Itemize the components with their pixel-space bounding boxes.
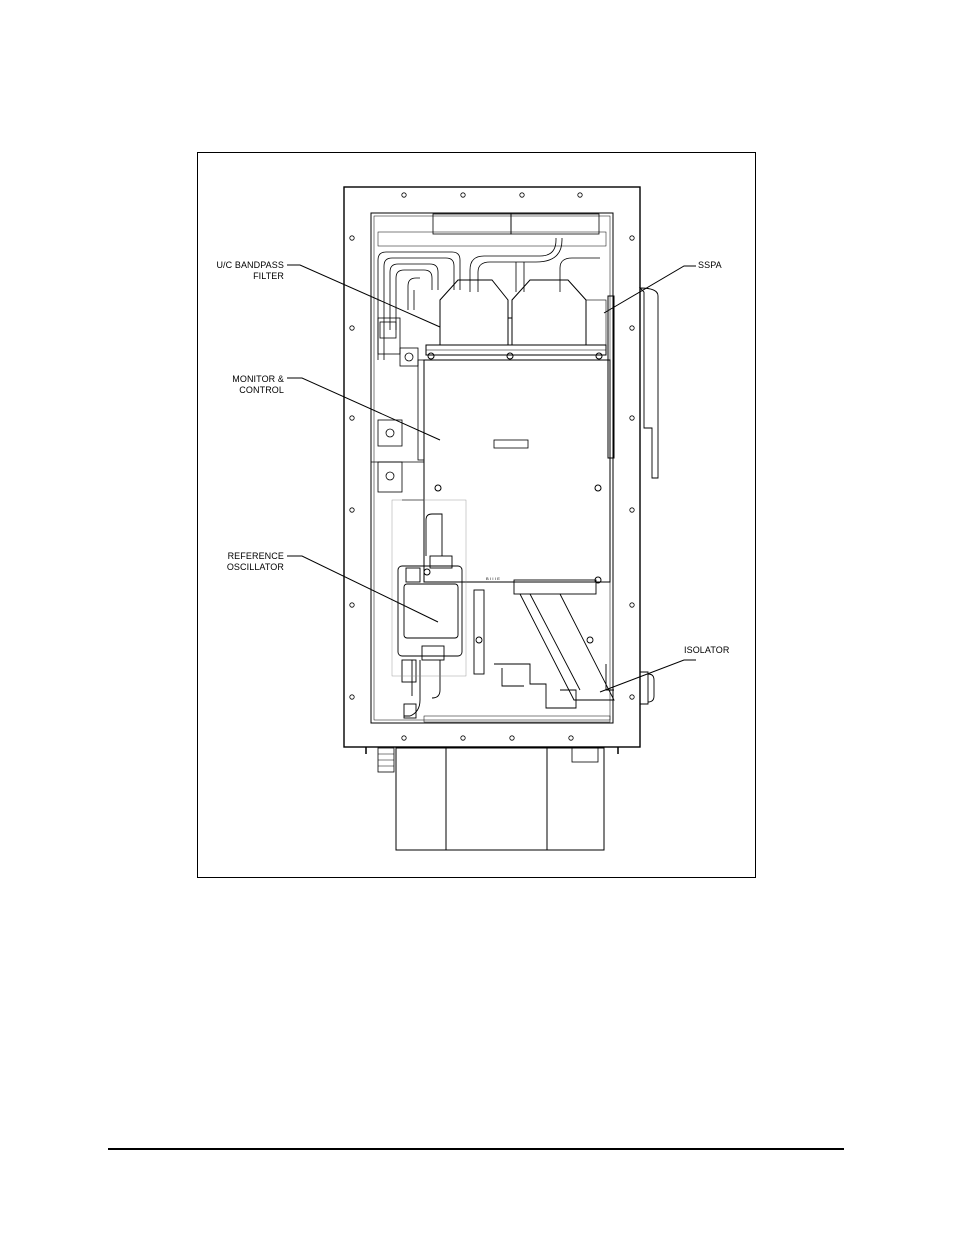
enclosure-flange	[343, 186, 641, 748]
leader-isolator	[599, 659, 696, 693]
footer-rule	[108, 1148, 844, 1150]
pcb-marking: B I I I E	[486, 576, 501, 581]
monitor-control-board	[423, 352, 611, 584]
leader-lines	[287, 264, 696, 693]
bandpass-filter-drawing	[425, 279, 607, 356]
enclosure-cavity	[370, 212, 614, 724]
callout-reference-oscillator: REFERENCE OSCILLATOR	[226, 551, 284, 572]
coax-routing	[377, 238, 600, 360]
figure-frame	[197, 152, 756, 878]
reference-oscillator-drawing	[391, 499, 467, 719]
flange-bolts	[349, 192, 635, 741]
callout-monitor-control: MONITOR & CONTROL	[232, 374, 284, 395]
callout-sspa: SSPA	[698, 260, 722, 270]
callout-isolator: ISOLATOR	[684, 645, 730, 655]
callout-uc-bandpass-filter: U/C BANDPASS FILTER	[216, 260, 284, 281]
bottom-housing	[365, 747, 619, 851]
leader-sspa	[603, 265, 696, 314]
leader-bandpass	[287, 264, 441, 328]
leader-monitor	[287, 377, 441, 441]
isolator-drawing	[423, 579, 655, 723]
leader-oscillator	[287, 555, 439, 623]
left-connector-column	[371, 317, 425, 501]
